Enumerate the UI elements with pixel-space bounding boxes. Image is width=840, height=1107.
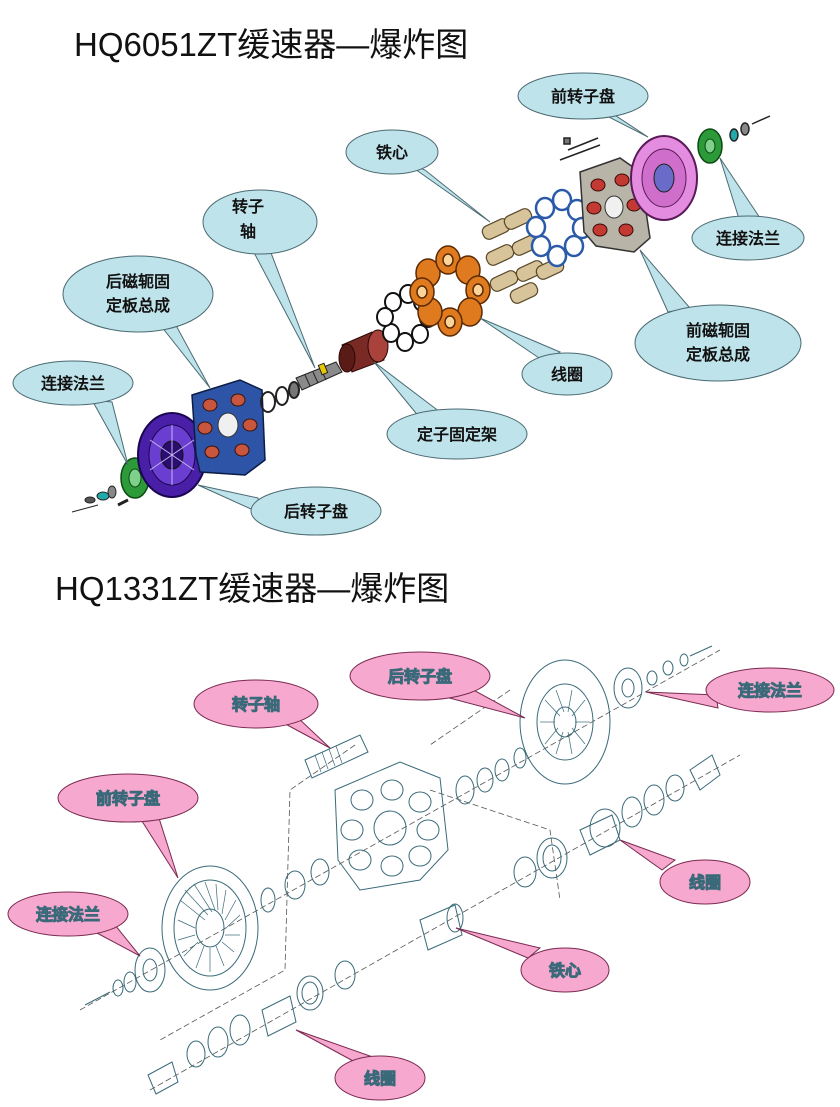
connecting-flange-right-part <box>697 115 771 164</box>
label-rear-yoke-plate-line2: 定板总成 <box>105 296 170 315</box>
title-hq6051zt: HQ6051ZT缓速器—爆炸图 <box>74 26 469 63</box>
front-rotor-disc-part <box>630 135 698 221</box>
callout-stator-bracket-1: 定子固定架 <box>373 361 528 460</box>
callout-connecting-flange-left-2: 连接法兰 <box>7 891 141 957</box>
label-iron-core-2: 铁心 <box>549 961 581 980</box>
label-rear-yoke-plate-line1: 后磁轭固 <box>106 272 170 291</box>
rings-mid-left-2 <box>260 858 330 913</box>
flange-right-part-2 <box>613 645 713 709</box>
bolt-hardware-left <box>71 485 129 513</box>
callout-rear-rotor-disc-2: 后转子盘 <box>349 651 526 719</box>
flange-left-part-2 <box>84 947 166 1006</box>
rotor-shaft-part-2 <box>304 734 369 779</box>
callout-iron-core-1: 铁心 <box>345 129 491 223</box>
label-connecting-flange-left-1: 连接法兰 <box>41 374 105 393</box>
callout-rotor-shaft-1: 转子 轴 <box>202 189 318 369</box>
diagram-hq6051zt: 前转子盘 铁心 转子 轴 后磁轭固 定板总成 连接法兰 前磁轭固 <box>12 72 805 536</box>
yoke-housing-part-2 <box>334 761 449 891</box>
label-front-rotor-disc-1: 前转子盘 <box>551 87 615 106</box>
callout-connecting-flange-right-2: 连接法兰 <box>645 667 835 713</box>
rings-mid-right-2 <box>455 747 527 805</box>
iron-core-part <box>481 208 565 304</box>
centerlines <box>79 649 741 1091</box>
label-rotor-shaft-2: 转子轴 <box>232 695 280 714</box>
callout-coil-bottom-2: 线圈 <box>295 1029 426 1101</box>
coil-part <box>409 245 491 337</box>
callout-iron-core-2: 铁心 <box>455 927 610 993</box>
label-connecting-flange-left-2: 连接法兰 <box>36 905 100 924</box>
label-connecting-flange-right-1: 连接法兰 <box>716 229 780 248</box>
diagram-hq1331zt: 后转子盘 转子轴 连接法兰 前转子盘 线圈 连接法兰 <box>7 645 835 1101</box>
label-coil-1: 线圈 <box>551 365 583 384</box>
callout-coil-right-2: 线圈 <box>619 839 751 905</box>
label-connecting-flange-right-2: 连接法兰 <box>738 681 802 700</box>
label-stator-bracket-1: 定子固定架 <box>416 425 497 444</box>
shaft-rings <box>260 381 300 413</box>
stator-bracket-part <box>338 329 389 373</box>
label-coil-right-2: 线圈 <box>689 873 721 892</box>
callout-front-rotor-disc-2: 前转子盘 <box>57 773 199 879</box>
bolt-hardware-mid <box>559 137 601 161</box>
label-front-yoke-plate-line2: 定板总成 <box>685 345 750 364</box>
rear-rotor-disc-part <box>137 412 207 498</box>
label-front-rotor-disc-2: 前转子盘 <box>96 789 160 808</box>
label-front-yoke-plate-line1: 前磁轭固 <box>686 321 750 340</box>
label-rear-rotor-disc-2: 后转子盘 <box>388 667 452 686</box>
callout-rear-rotor-disc-1: 后转子盘 <box>197 484 382 536</box>
label-rear-rotor-disc-1: 后转子盘 <box>284 502 348 521</box>
callout-connecting-flange-left-1: 连接法兰 <box>12 360 134 466</box>
callout-connecting-flange-right-1: 连接法兰 <box>691 157 805 261</box>
rear-rotor-disc-part-2 <box>519 659 611 785</box>
rotor-shaft-part <box>295 361 343 391</box>
callout-coil-1: 线圈 <box>479 317 613 396</box>
rear-yoke-plate-part <box>191 379 266 476</box>
iron-core-part-2 <box>419 903 464 951</box>
callout-front-rotor-disc-1: 前转子盘 <box>517 72 649 138</box>
callout-front-yoke-plate-1: 前磁轭固 定板总成 <box>634 249 802 382</box>
label-iron-core-1: 铁心 <box>376 143 408 162</box>
washer-ring-right <box>525 188 593 268</box>
label-rotor-shaft-line2: 轴 <box>240 222 256 241</box>
front-rotor-disc-part-2 <box>161 865 259 991</box>
coil-row-bottom-2 <box>147 960 356 1095</box>
callout-rotor-shaft-2: 转子轴 <box>193 679 331 749</box>
label-rotor-shaft-line1: 转子 <box>232 197 264 216</box>
label-coil-bottom-2: 线圈 <box>364 1069 396 1088</box>
callout-rear-yoke-plate-1: 后磁轭固 定板总成 <box>62 255 214 389</box>
title-hq1331zt: HQ1331ZT缓速器—爆炸图 <box>55 570 450 607</box>
